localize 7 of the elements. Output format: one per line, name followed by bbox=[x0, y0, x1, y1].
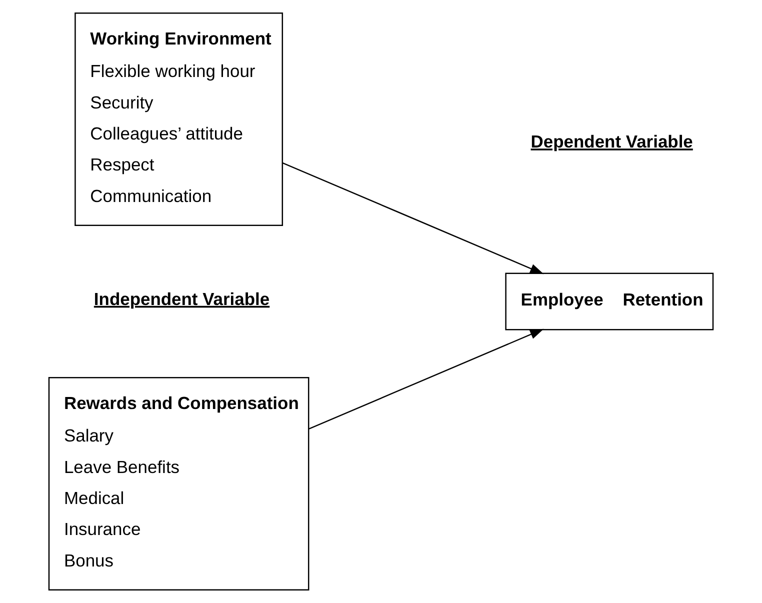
node-box: Employee Retention bbox=[505, 272, 714, 330]
arrow bbox=[282, 162, 544, 274]
label: Dependent Variable bbox=[530, 132, 693, 152]
node-box: Rewards and Compensation Salary Leave Benefits Medical Insurance Bonus bbox=[48, 377, 310, 590]
arrow bbox=[308, 328, 544, 430]
node-box: Working Environment Flexible working hour Security Colleagues’ attitude Respect Communication bbox=[74, 12, 284, 226]
label: Independent Variable bbox=[94, 288, 270, 309]
